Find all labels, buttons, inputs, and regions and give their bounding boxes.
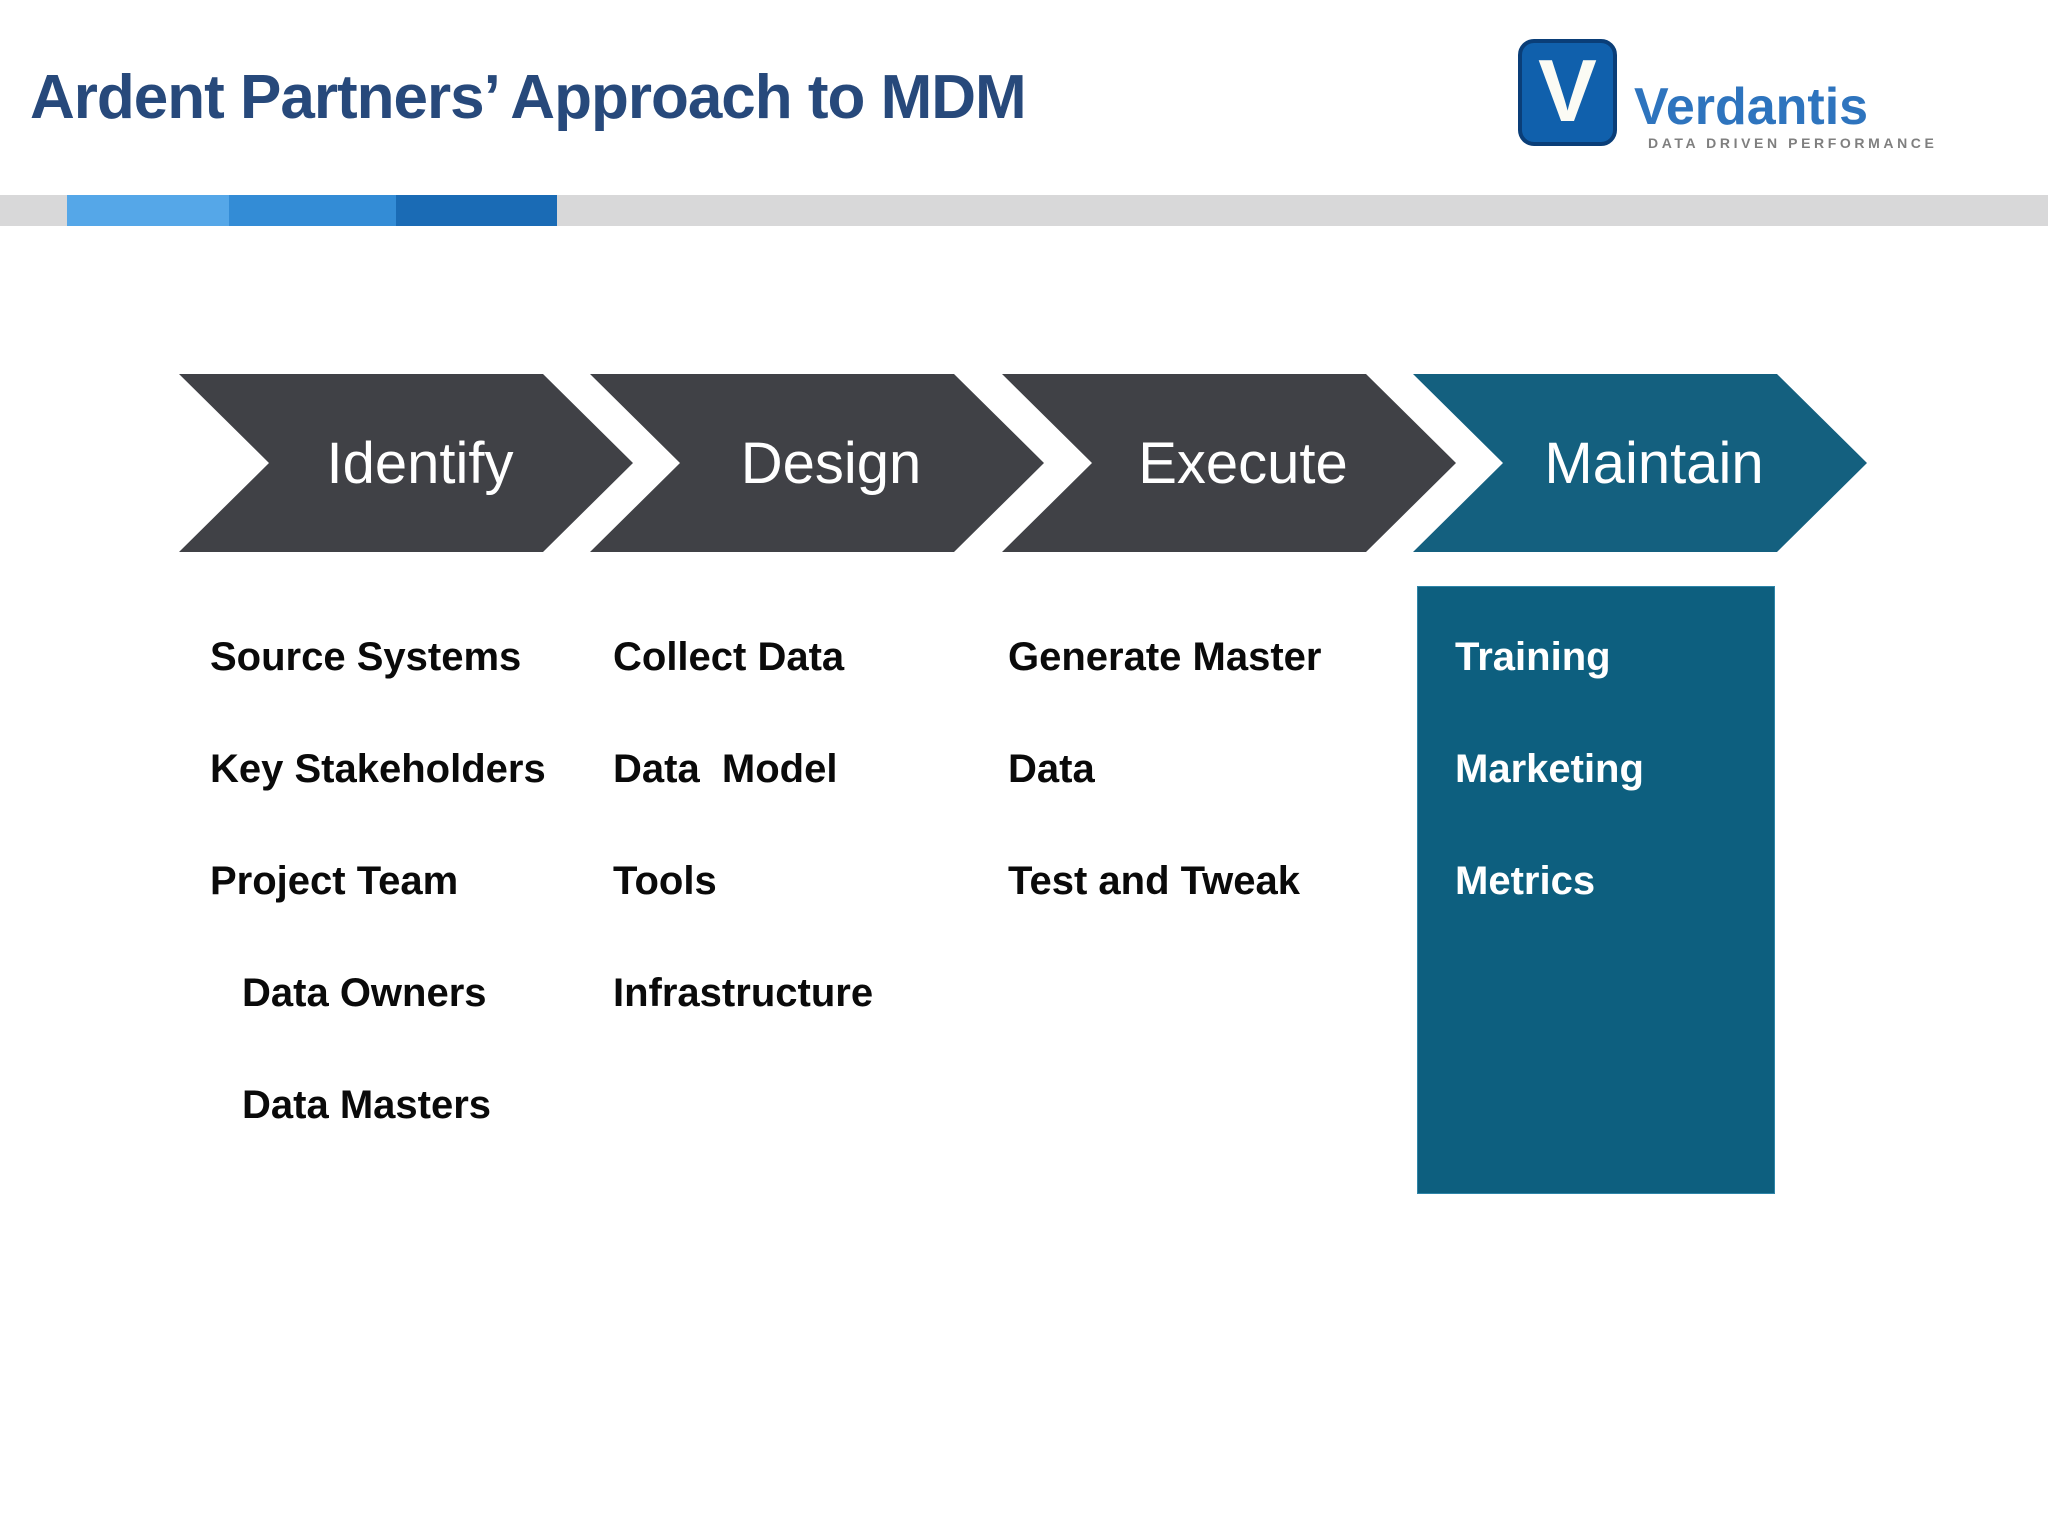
- process-step-execute: Execute: [1002, 374, 1456, 552]
- verdantis-logo-icon: V: [1518, 39, 1617, 146]
- verdantis-logo: V Verdantis DATA DRIVEN PERFORMANCE: [1518, 39, 1938, 159]
- process-step-design-label: Design: [740, 430, 922, 496]
- identify-item-list: Source Systems Key Stakeholders Project …: [210, 601, 546, 1161]
- list-item: Data Owners: [242, 970, 487, 1015]
- design-item-list: Collect Data Data Model Tools Infrastruc…: [613, 601, 873, 1049]
- list-item: Data Masters: [242, 1082, 492, 1127]
- list-item: Source Systems: [210, 634, 522, 679]
- list-item: Training: [1455, 634, 1611, 679]
- header-stripe: [0, 195, 2048, 226]
- process-step-maintain-label: Maintain: [1544, 430, 1764, 496]
- stripe-segment-medium-blue: [229, 195, 396, 226]
- list-item: Project Team: [210, 858, 459, 903]
- list-item: Marketing: [1455, 746, 1644, 791]
- logo-brand-name: Verdantis: [1634, 78, 1869, 136]
- maintain-item-list: Training Marketing Metrics: [1455, 601, 1644, 937]
- list-item: Tools: [613, 858, 717, 903]
- list-item: Test and Tweak: [1008, 858, 1300, 903]
- stripe-segment-light-blue: [67, 195, 229, 226]
- list-item: Data Model: [613, 746, 838, 791]
- process-step-design: Design: [590, 374, 1044, 552]
- process-step-identify-label: Identify: [326, 430, 514, 496]
- stripe-segment-dark-blue: [396, 195, 557, 226]
- page-title: Ardent Partners’ Approach to MDM: [30, 63, 1027, 132]
- list-item: Key Stakeholders: [210, 746, 546, 791]
- execute-item-list: Generate Master Data Test and Tweak: [1008, 601, 1321, 937]
- process-step-maintain: Maintain: [1413, 374, 1867, 552]
- process-step-execute-label: Execute: [1138, 430, 1348, 496]
- maintain-panel: [1417, 586, 1775, 1194]
- list-item: Collect Data: [613, 634, 845, 679]
- process-step-identify: Identify: [179, 374, 633, 552]
- list-item: Data: [1008, 746, 1095, 791]
- list-item: Generate Master: [1008, 634, 1322, 679]
- logo-letter: V: [1538, 40, 1597, 140]
- list-item: Infrastructure: [613, 970, 874, 1015]
- list-item: Metrics: [1455, 858, 1596, 903]
- logo-tagline: DATA DRIVEN PERFORMANCE: [1648, 135, 1938, 151]
